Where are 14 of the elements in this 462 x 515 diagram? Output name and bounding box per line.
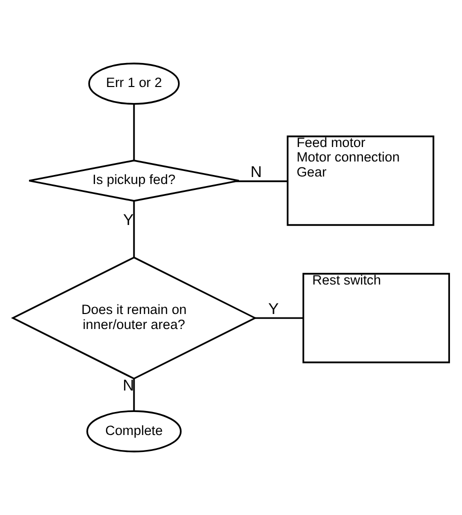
node-diamond: Does it remain on inner/outer area? <box>11 256 257 380</box>
node-ellipse: Err 1 or 2 <box>88 62 180 105</box>
connector <box>236 180 288 182</box>
node-box: Feed motor Motor connection Gear <box>286 136 434 226</box>
edge-label: N <box>122 377 134 394</box>
edge-label: N <box>250 164 262 181</box>
connector <box>133 378 135 411</box>
node-diamond: Is pickup fed? <box>28 160 240 202</box>
edge-label: Y <box>268 300 279 318</box>
node-ellipse: Complete <box>86 410 182 452</box>
connector <box>133 104 135 160</box>
connector <box>255 317 304 319</box>
connector <box>133 200 135 258</box>
node-box: Rest switch <box>302 272 450 364</box>
